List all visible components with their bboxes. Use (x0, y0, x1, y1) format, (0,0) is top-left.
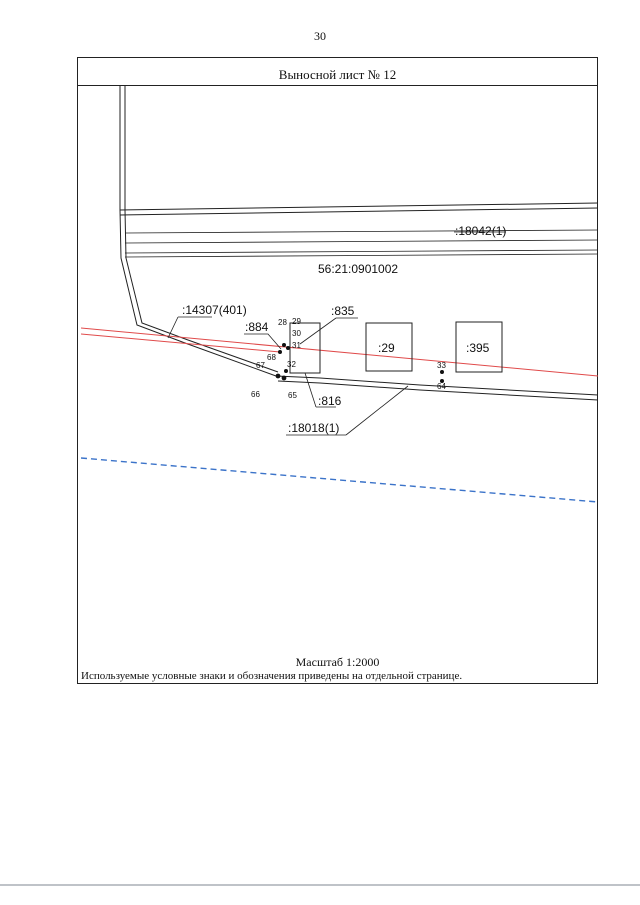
page-number: 30 (314, 29, 326, 43)
blue-dashed-line (81, 457, 598, 503)
parcel-label-18018: :18018(1) (288, 421, 339, 435)
parcel-label-14307: :14307(401) (182, 303, 247, 317)
sheet-title: Выносной лист № 12 (278, 67, 397, 82)
point-label-29: 29 (292, 317, 301, 326)
point-label-65: 65 (288, 391, 297, 400)
red-line (81, 327, 598, 377)
point-label-32: 32 (287, 360, 296, 369)
building-29 (365, 322, 413, 372)
point-label-30: 30 (292, 329, 301, 338)
building-395 (455, 321, 503, 373)
cadastral-map: :18042(1) 56:21:0901002 :14307(401) :835… (81, 86, 598, 653)
parcel-18042-boundary (124, 229, 598, 258)
parcel-label-835: :835 (331, 304, 355, 318)
quarter-label: 56:21:0901002 (318, 262, 398, 276)
road-boundary-bottom (275, 375, 598, 401)
point-label-67: 67 (256, 361, 265, 370)
point-label-31: 31 (292, 341, 301, 350)
legend-note: Используемые условные знаки и обозначени… (81, 670, 463, 682)
point-markers (275, 343, 444, 383)
scale-label: Масштаб 1:2000 (295, 655, 380, 669)
point-label-68: 68 (267, 353, 276, 362)
parcel-label-395: :395 (466, 341, 490, 355)
point-label-33: 33 (437, 361, 446, 370)
scan-bottom-edge (0, 884, 640, 886)
point-label-64: 64 (437, 382, 446, 391)
sheet-frame: Выносной лист № 12 Масштаб 1:2000 Исполь… (77, 57, 598, 684)
parcel-label-18042: :18042(1) (455, 224, 506, 238)
road-boundary-top (119, 202, 598, 216)
title-divider (78, 85, 597, 86)
parcel-label-884: :884 (245, 320, 269, 334)
red-line-2 (81, 333, 281, 353)
parcel-label-29: :29 (378, 341, 395, 355)
leader-lines (167, 231, 506, 436)
point-label-28: 28 (278, 318, 287, 327)
parcel-label-816: :816 (318, 394, 342, 408)
point-label-66: 66 (251, 390, 260, 399)
